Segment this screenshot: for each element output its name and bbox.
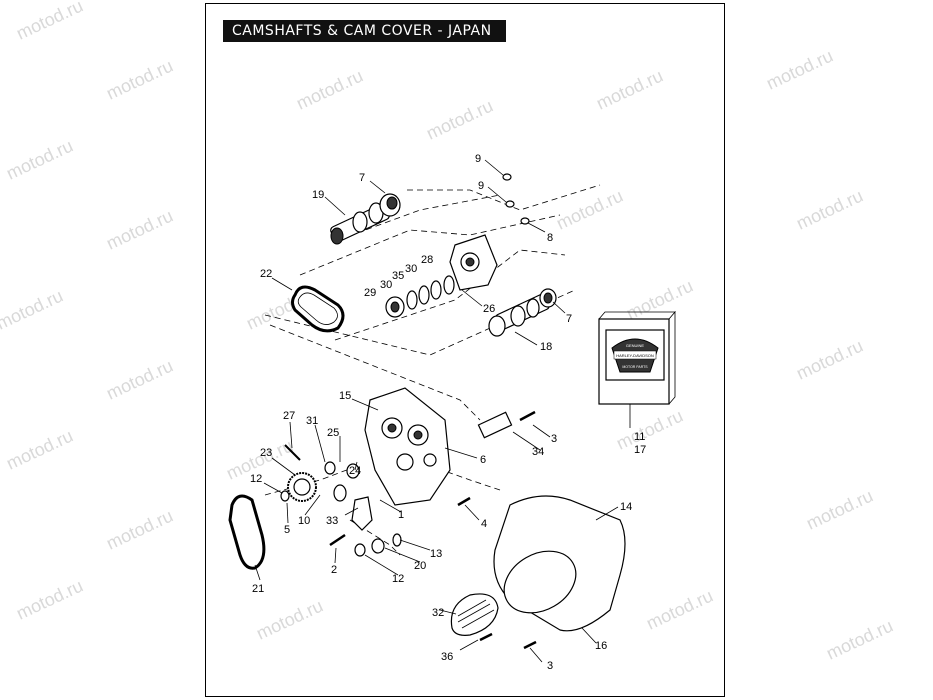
watermark: motod.ru — [763, 45, 836, 93]
genuine-parts-box — [598, 310, 676, 405]
callout-12: 12 — [392, 573, 404, 585]
callout-7: 7 — [359, 172, 365, 184]
camshaft-18 — [488, 288, 557, 337]
callout-2: 2 — [331, 564, 337, 576]
watermark: motod.ru — [793, 335, 866, 383]
callout-18: 18 — [540, 341, 552, 353]
callout-labels: 9 9 8 7 7 19 22 28 35 30 30 29 26 18 15 … — [250, 153, 646, 672]
cam-sprocket-23 — [280, 461, 360, 502]
callout-29: 29 — [364, 287, 376, 299]
watermark: motod.ru — [423, 95, 496, 143]
watermark: motod.ru — [613, 405, 686, 453]
callout-30: 30 — [380, 279, 392, 291]
page-title: CAMSHAFTS & CAM COVER - JAPAN — [223, 20, 506, 42]
callout-21: 21 — [252, 583, 264, 595]
callout-6: 6 — [480, 454, 486, 466]
camshaft-19 — [330, 193, 401, 245]
callout-34: 34 — [532, 446, 544, 458]
callout-36: 36 — [441, 651, 453, 663]
badge-text-mid: HARLEY-DAVIDSON — [616, 353, 654, 358]
watermark: motod.ru — [623, 275, 696, 323]
callout-11: 11 — [634, 431, 645, 443]
cam-support-plate-15 — [364, 387, 451, 506]
callout-1: 1 — [398, 509, 404, 521]
callout-5: 5 — [284, 524, 290, 536]
watermark: motod.ru — [293, 65, 366, 113]
watermark: motod.ru — [13, 0, 86, 44]
callout-8: 8 — [547, 232, 553, 244]
watermark: motod.ru — [3, 425, 76, 473]
callout-32: 32 — [432, 607, 444, 619]
watermark: motod.ru — [253, 595, 326, 643]
watermark: motod.ru — [13, 575, 86, 623]
callout-20: 20 — [414, 560, 426, 572]
callout-31: 31 — [306, 415, 318, 427]
leader-lines — [254, 159, 631, 663]
watermark: motod.ru — [103, 505, 176, 553]
o-rings — [502, 173, 530, 225]
callout-35: 35 — [392, 270, 404, 282]
callout-13: 13 — [430, 548, 442, 560]
watermark: motod.ru — [3, 135, 76, 183]
callout-25: 25 — [327, 427, 339, 439]
callout-17: 17 — [634, 444, 646, 456]
callout-24: 24 — [349, 465, 361, 477]
watermark: motod.ru — [643, 585, 716, 633]
callout-7: 7 — [566, 313, 572, 325]
callout-33: 33 — [326, 515, 338, 527]
watermark: motod.ru — [103, 355, 176, 403]
callout-19: 19 — [312, 189, 324, 201]
watermark: motod.ru — [0, 285, 66, 333]
watermark: motod.ru — [823, 615, 896, 663]
primary-cam-chain-21 — [228, 494, 266, 570]
badge-text-top: GENUINE — [626, 343, 645, 348]
secondary-cam-chain-22 — [291, 285, 345, 333]
callout-4: 4 — [481, 518, 487, 530]
callout-15: 15 — [339, 390, 351, 402]
chain-tensioner-33 — [351, 496, 373, 531]
callout-23: 23 — [260, 447, 272, 459]
bearing-support-26 — [385, 234, 498, 318]
callout-27: 27 — [283, 410, 295, 422]
watermark: motod.ru — [593, 65, 666, 113]
callout-3: 3 — [551, 433, 557, 445]
callout-28: 28 — [421, 254, 433, 266]
watermark: motod.ru — [793, 185, 866, 233]
watermark: motod.ru — [103, 55, 176, 103]
watermark: motod.ru — [553, 185, 626, 233]
callout-9: 9 — [475, 153, 481, 165]
callout-12: 12 — [250, 473, 262, 485]
callout-22: 22 — [260, 268, 272, 280]
badge-text-bottom: MOTOR PARTS — [622, 365, 648, 369]
cam-cover-16 — [450, 495, 626, 650]
callout-10: 10 — [298, 515, 310, 527]
watermark: motod.ru — [103, 205, 176, 253]
callout-9: 9 — [478, 180, 484, 192]
watermark: motod.ru — [803, 485, 876, 533]
callout-26: 26 — [483, 303, 495, 315]
watermark-layer: motod.ru motod.ru motod.ru motod.ru moto… — [0, 0, 896, 664]
callout-30: 30 — [405, 263, 417, 275]
callout-14: 14 — [620, 501, 632, 513]
callout-3: 3 — [547, 660, 553, 672]
callout-16: 16 — [595, 640, 607, 652]
fasteners — [284, 410, 536, 557]
